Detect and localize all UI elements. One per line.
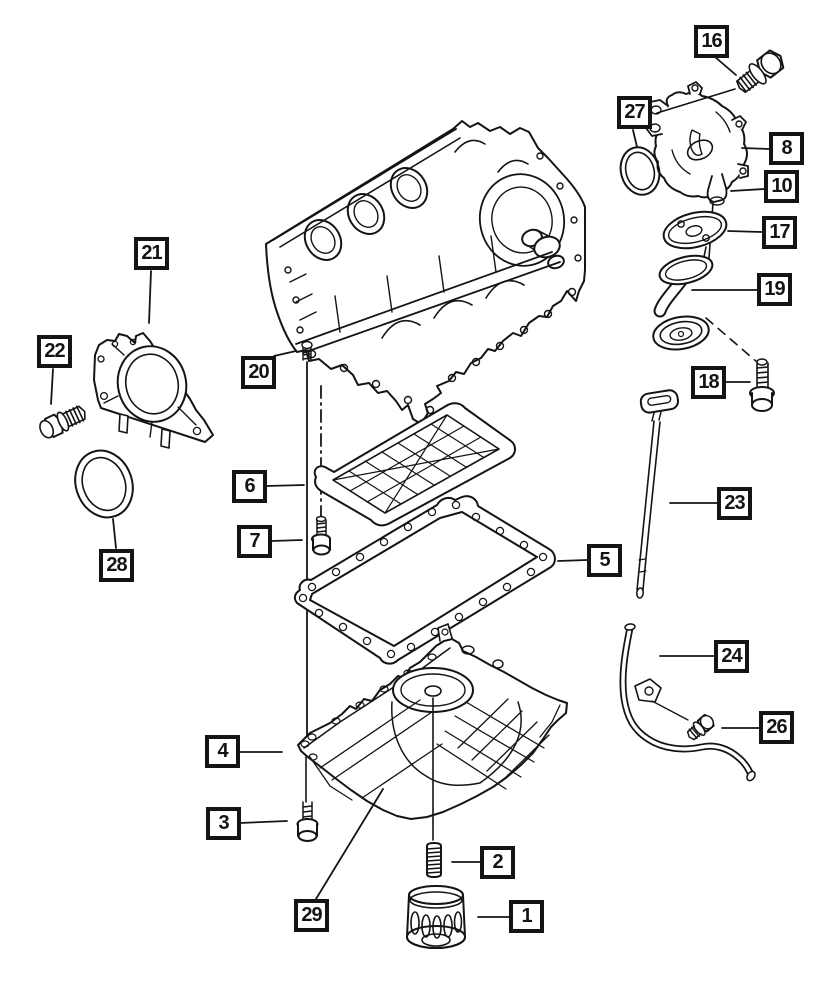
retainer-bolt-22 [39,405,86,439]
callout-16[interactable]: 16 [694,25,729,58]
callout-24[interactable]: 24 [714,640,749,673]
callout-23[interactable]: 23 [717,487,752,520]
callout-17[interactable]: 17 [762,216,797,249]
pan-bolt-lines [305,697,434,841]
callout-19[interactable]: 19 [757,273,792,306]
callout-6[interactable]: 6 [232,470,267,503]
callout-20[interactable]: 20 [241,356,276,389]
pump-gasket-17 [662,210,728,250]
bolt16-axis-line [656,88,736,114]
pan-bolt-3 [296,801,319,842]
callout-4[interactable]: 4 [205,735,240,768]
tube-bolt-26 [686,713,715,741]
crankshaft-seal-28 [74,449,134,519]
leader-lines [50,56,770,918]
block-bottom-stud [301,340,313,361]
pickup-bolt-18 [749,358,775,412]
callout-1[interactable]: 1 [509,900,544,933]
callout-5[interactable]: 5 [587,544,622,577]
callout-10[interactable]: 10 [764,170,799,203]
callout-18[interactable]: 18 [691,366,726,399]
callout-8[interactable]: 8 [769,132,804,165]
callout-27[interactable]: 27 [617,96,652,129]
rear-seal-retainer-21 [93,332,214,449]
callout-22[interactable]: 22 [37,335,72,368]
callout-7[interactable]: 7 [237,525,272,558]
engine-block-drawing [265,120,586,425]
tray-bolt-7 [311,515,331,556]
bolt18-dashed-line [705,317,758,363]
callout-21[interactable]: 21 [134,237,169,270]
o-ring-27 [619,146,661,196]
dipstick-tube-24 [619,623,756,782]
callout-28[interactable]: 28 [99,549,134,582]
callout-26[interactable]: 26 [759,711,794,744]
pump-bolt-16 [735,49,785,94]
oil-pan-gasket-5 [293,495,556,665]
callout-2[interactable]: 2 [480,846,515,879]
callout-3[interactable]: 3 [206,807,241,840]
pan-stud-2 [426,842,442,878]
dipstick-23 [636,389,680,599]
windage-tray-6 [313,402,516,527]
callout-29[interactable]: 29 [294,899,329,932]
bolt26-line [651,700,689,721]
oil-pickup-tube-19 [652,254,714,351]
oil-filter-1 [406,885,466,949]
